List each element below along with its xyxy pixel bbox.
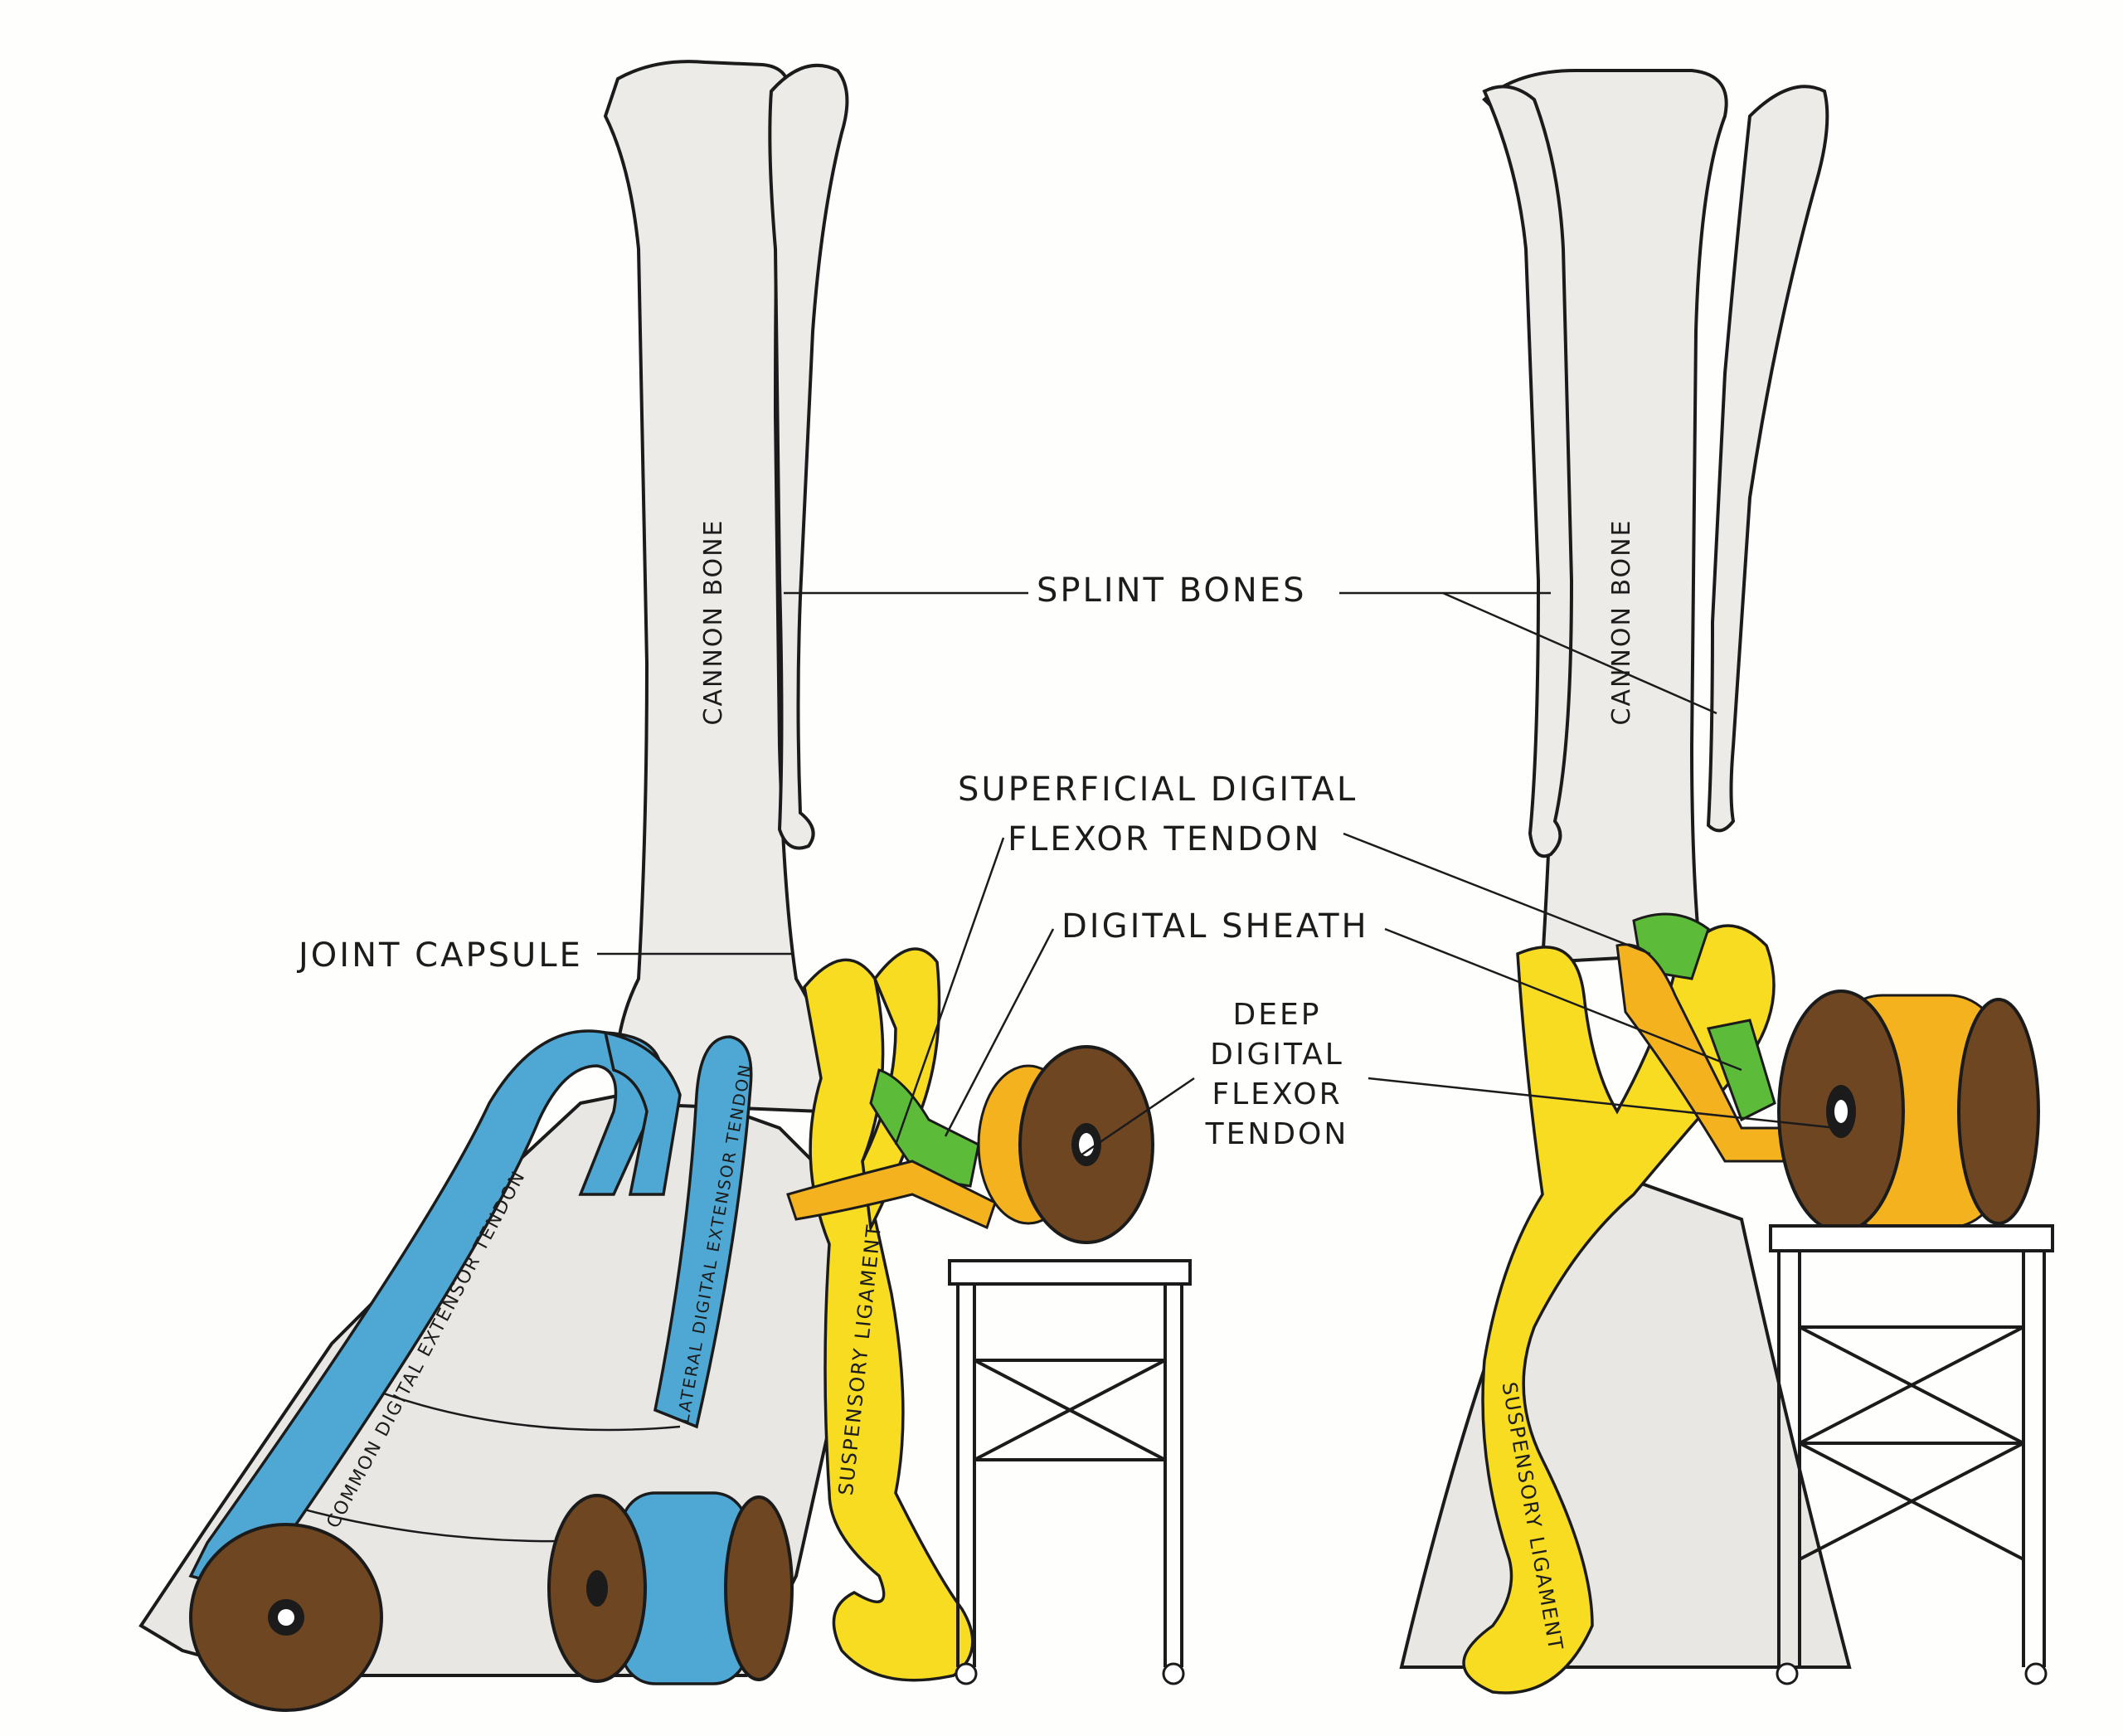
ground-spool-hole-inner [278, 1609, 294, 1626]
right-stand-brace [1799, 1442, 2024, 1561]
right-spool-on-stand [1777, 990, 2040, 1233]
ddft-leader-left [1077, 1077, 1195, 1159]
right-stand-brace [1799, 1325, 2024, 1445]
left-cannon-bone-label: CANNON BONE [699, 518, 728, 725]
ddft-label-line2: DIGITAL [1210, 1038, 1344, 1072]
left-spool-hole-inner [1079, 1133, 1094, 1156]
right-stand-wheel [2024, 1662, 2048, 1685]
left-suspensory-ligament [803, 958, 974, 1682]
right-stand [1769, 1224, 2054, 1685]
left-common-extensor-branch [603, 1030, 682, 1196]
left-stand-wheel [955, 1662, 978, 1685]
left-ground-spool-2 [547, 1491, 794, 1685]
ddft-leader-right [1368, 1077, 1838, 1130]
left-leg: CANNON BONE COMMON DIGITAL EXTENSOR TEND… [138, 60, 1192, 1712]
ddft-label-line3: FLEXOR [1212, 1077, 1342, 1111]
left-ground-spool-1 [189, 1523, 383, 1712]
left-lateral-digital-extensor-tendon [653, 1035, 753, 1429]
left-spool-on-stand [977, 1045, 1154, 1244]
right-superficial-digital-flexor-tendon [1615, 943, 1810, 1163]
splint-bones-leader [1442, 591, 1717, 715]
left-stand [948, 1259, 1192, 1685]
digital-sheath-leader-left [944, 928, 1055, 1137]
sdft-leader-right [1343, 832, 1651, 956]
right-splint-bone-left [1482, 85, 1574, 858]
right-spool-hole-inner [1834, 1100, 1848, 1123]
right-stand-wheel [1776, 1662, 1799, 1685]
right-cannon-bone-label: CANNON BONE [1607, 518, 1636, 725]
ground-spool-flange [724, 1495, 794, 1681]
left-stand-brace [974, 1359, 1166, 1461]
right-stand-top [1769, 1224, 2054, 1252]
left-splint-bone [768, 63, 849, 850]
right-spool-back-flange [1957, 998, 2040, 1225]
right-splint-bone-right [1706, 85, 1829, 833]
ddft-label-line4: TENDON [1205, 1117, 1349, 1151]
sdft-label-line2: FLEXOR TENDON [1008, 820, 1321, 858]
digital-sheath-leader-right [1384, 927, 1742, 1072]
splint-bones-label: SPLINT BONES [1037, 571, 1306, 610]
ddft-label-line1: DEEP [1233, 998, 1322, 1032]
digital-sheath-label: DIGITAL SHEATH [1062, 907, 1369, 946]
left-stand-wheel [1162, 1662, 1185, 1685]
right-leg: CANNON BONE SUSPENSORY LIGAMENT [1399, 69, 2054, 1695]
callouts: SPLINT BONES JOINT CAPSULE SUPERFICIAL D… [296, 571, 1838, 1159]
left-deep-digital-flexor-tendon [786, 1160, 997, 1230]
sdft-leader-left [894, 837, 1005, 1145]
joint-capsule-label: JOINT CAPSULE [296, 936, 583, 975]
left-stand-top [948, 1259, 1192, 1286]
sdft-label-line1: SUPERFICIAL DIGITAL [958, 771, 1358, 809]
ground-spool-hole [586, 1570, 608, 1607]
